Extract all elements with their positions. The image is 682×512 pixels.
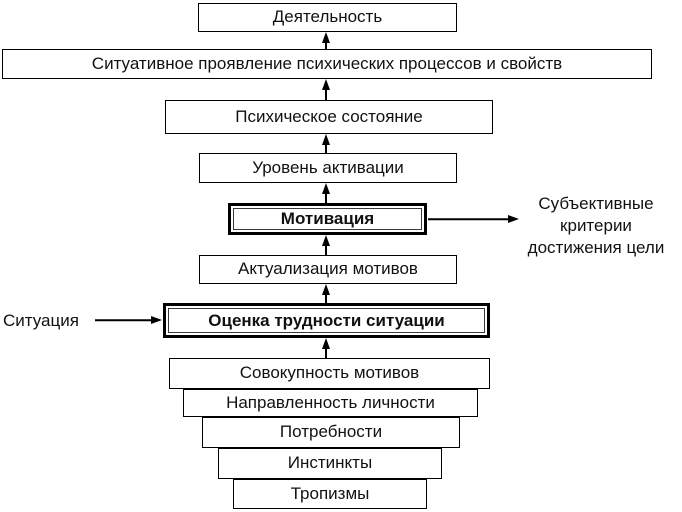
node-situational-manifestation: Ситуативное проявление психических проце… — [2, 49, 652, 79]
arrowhead-right-icon — [508, 215, 519, 223]
node-motive-actualization: Актуализация мотивов — [199, 255, 457, 284]
subjective-criteria-line-3: достижения цели — [527, 238, 665, 257]
node-motivation-label: Мотивация — [233, 208, 422, 230]
arrowhead-up-icon — [322, 284, 330, 295]
arrow-up-icon — [321, 32, 331, 49]
arrowhead-right-icon — [151, 316, 162, 324]
arrow-shaft — [325, 143, 327, 153]
arrow-shaft — [428, 218, 510, 220]
arrow-shaft — [325, 192, 327, 203]
arrow-up-icon — [321, 284, 331, 303]
node-activation-level: Уровень активации — [199, 153, 457, 183]
arrow-right-icon — [428, 213, 519, 225]
arrow-up-icon — [321, 134, 331, 153]
node-motivation: Мотивация — [228, 203, 427, 235]
node-difficulty-assessment: Оценка трудности ситуации — [163, 303, 490, 338]
node-needs: Потребности — [202, 417, 460, 448]
arrowhead-up-icon — [322, 183, 330, 194]
arrowhead-up-icon — [322, 235, 330, 246]
arrow-up-icon — [321, 338, 331, 358]
arrow-up-icon — [321, 235, 331, 255]
situation-label: Ситуация — [3, 311, 79, 330]
arrow-right-icon — [95, 314, 162, 326]
node-tropisms: Тропизмы — [233, 479, 427, 509]
node-difficulty-assessment-label: Оценка трудности ситуации — [168, 308, 485, 333]
arrow-shaft — [325, 244, 327, 255]
node-instincts: Инстинкты — [218, 448, 442, 479]
node-personality-orientation: Направленность личности — [183, 389, 478, 417]
arrowhead-up-icon — [322, 134, 330, 145]
arrowhead-up-icon — [322, 79, 330, 90]
arrowhead-up-icon — [322, 338, 330, 349]
arrow-shaft — [325, 88, 327, 100]
node-activity: Деятельность — [198, 3, 457, 32]
subjective-criteria-label: Субъективные критерии достижения цели — [510, 193, 682, 259]
subjective-criteria-line-2: критерии — [560, 216, 632, 235]
arrowhead-up-icon — [322, 32, 330, 43]
arrow-up-icon — [321, 183, 331, 203]
arrow-shaft — [95, 319, 153, 321]
arrow-shaft — [325, 293, 327, 303]
arrow-up-icon — [321, 79, 331, 100]
node-motive-set: Совокупность мотивов — [169, 358, 490, 389]
node-mental-state: Психическое состояние — [165, 100, 493, 134]
subjective-criteria-line-1: Субъективные — [538, 194, 654, 213]
arrow-shaft — [325, 347, 327, 358]
arrow-shaft — [325, 41, 327, 49]
